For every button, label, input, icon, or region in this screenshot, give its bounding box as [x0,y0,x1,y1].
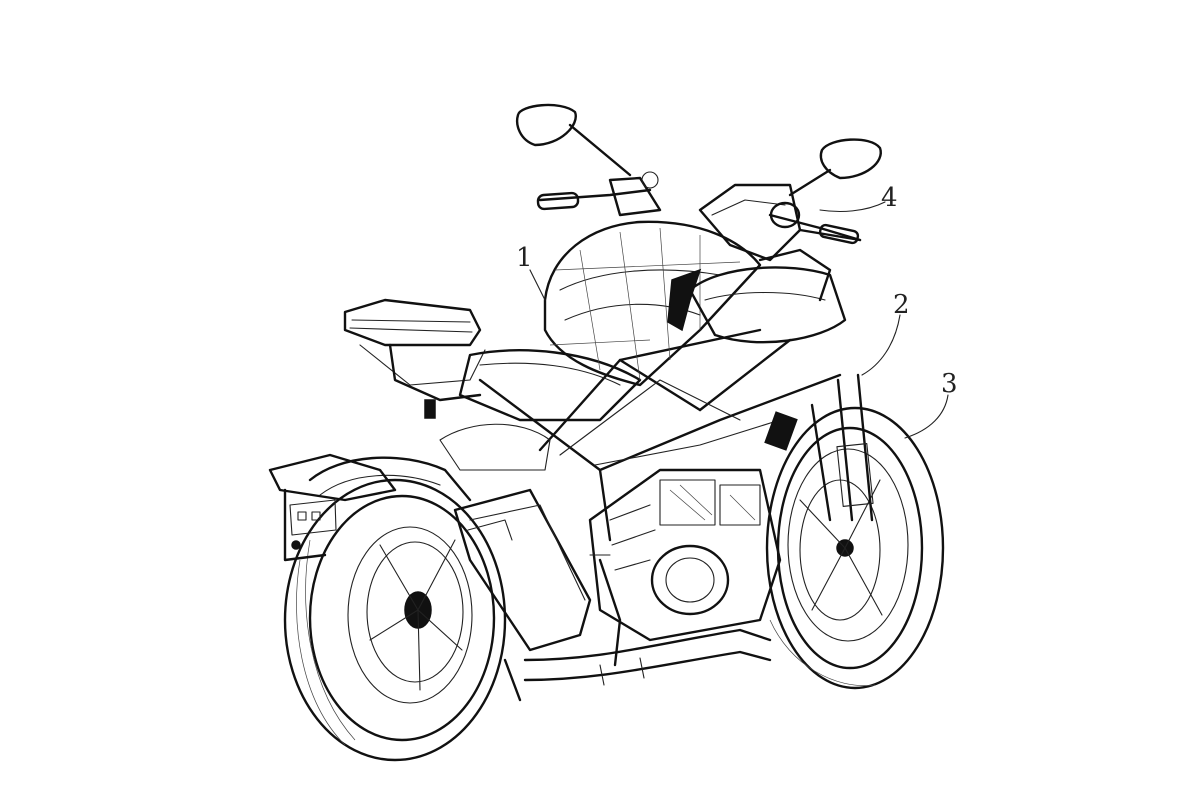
rear-wheel [283,478,507,762]
tank-side-shroud [667,266,847,344]
mirror-right [788,138,882,197]
fuel-tank [543,220,762,387]
callout-leaders [529,201,949,439]
mirror-left [516,103,632,177]
front-cowl [698,183,832,302]
rear-luggage-rack [343,298,486,419]
callout-number-3: 3 [941,369,958,399]
front-fork [810,373,874,522]
exhaust [453,488,772,686]
front-wheel [765,406,945,690]
callout-number-1: 1 [516,243,533,273]
seat-tail-section [439,349,642,471]
footpegs [503,554,622,702]
trellis-frame [478,328,842,542]
engine-block [588,468,782,642]
license-plate-holder [268,453,397,562]
callout-number-4: 4 [881,183,898,213]
rear-fender [308,456,472,502]
handlebars [536,171,862,245]
callout-number-2: 2 [893,290,910,320]
